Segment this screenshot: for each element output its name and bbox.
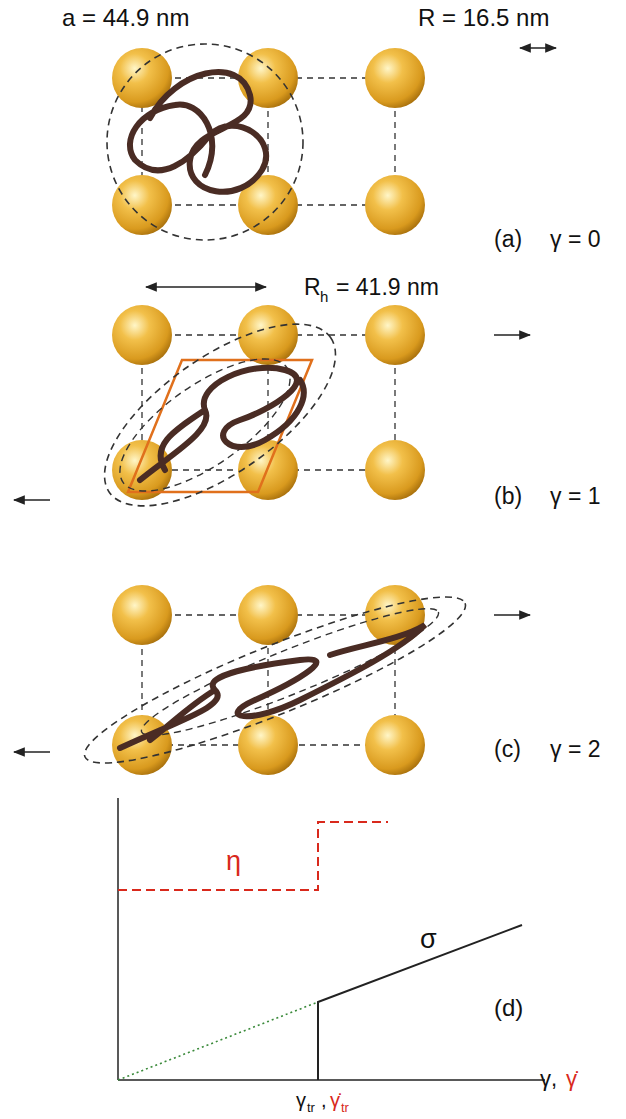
curve-label: η bbox=[226, 848, 241, 875]
dimension-label: a = 44.9 nm bbox=[62, 6, 189, 30]
panel-d-graph bbox=[118, 798, 545, 1080]
dimension-label: R = 16.5 nm bbox=[418, 6, 549, 30]
strain-label: γ = 2 bbox=[550, 738, 601, 761]
panel-label: (a) bbox=[494, 228, 522, 251]
panel-label: (b) bbox=[494, 485, 522, 508]
axis-label: γ, bbox=[540, 1068, 557, 1090]
subscript: h bbox=[320, 289, 328, 304]
panel-label: (c) bbox=[494, 738, 521, 761]
axis-label: , bbox=[321, 1090, 327, 1110]
curve-label: σ bbox=[420, 926, 437, 953]
dimension-label: = 41.9 nm bbox=[336, 276, 439, 299]
panel-a bbox=[107, 44, 425, 287]
panel-b bbox=[14, 290, 530, 540]
strain-label: γ = 1 bbox=[550, 485, 601, 508]
strain-label: γ = 0 bbox=[550, 228, 601, 251]
axis-label: γ bbox=[296, 1090, 306, 1110]
panel-c bbox=[14, 572, 530, 789]
axis-label: γ̇ bbox=[566, 1068, 577, 1090]
axis-label: γ̇ bbox=[330, 1090, 340, 1110]
panel-label: (d) bbox=[494, 996, 523, 1020]
subscript: tr bbox=[341, 1101, 349, 1114]
dimension-label: R bbox=[304, 276, 321, 299]
subscript: tr bbox=[307, 1101, 315, 1114]
dimension-arrow bbox=[520, 47, 556, 49]
